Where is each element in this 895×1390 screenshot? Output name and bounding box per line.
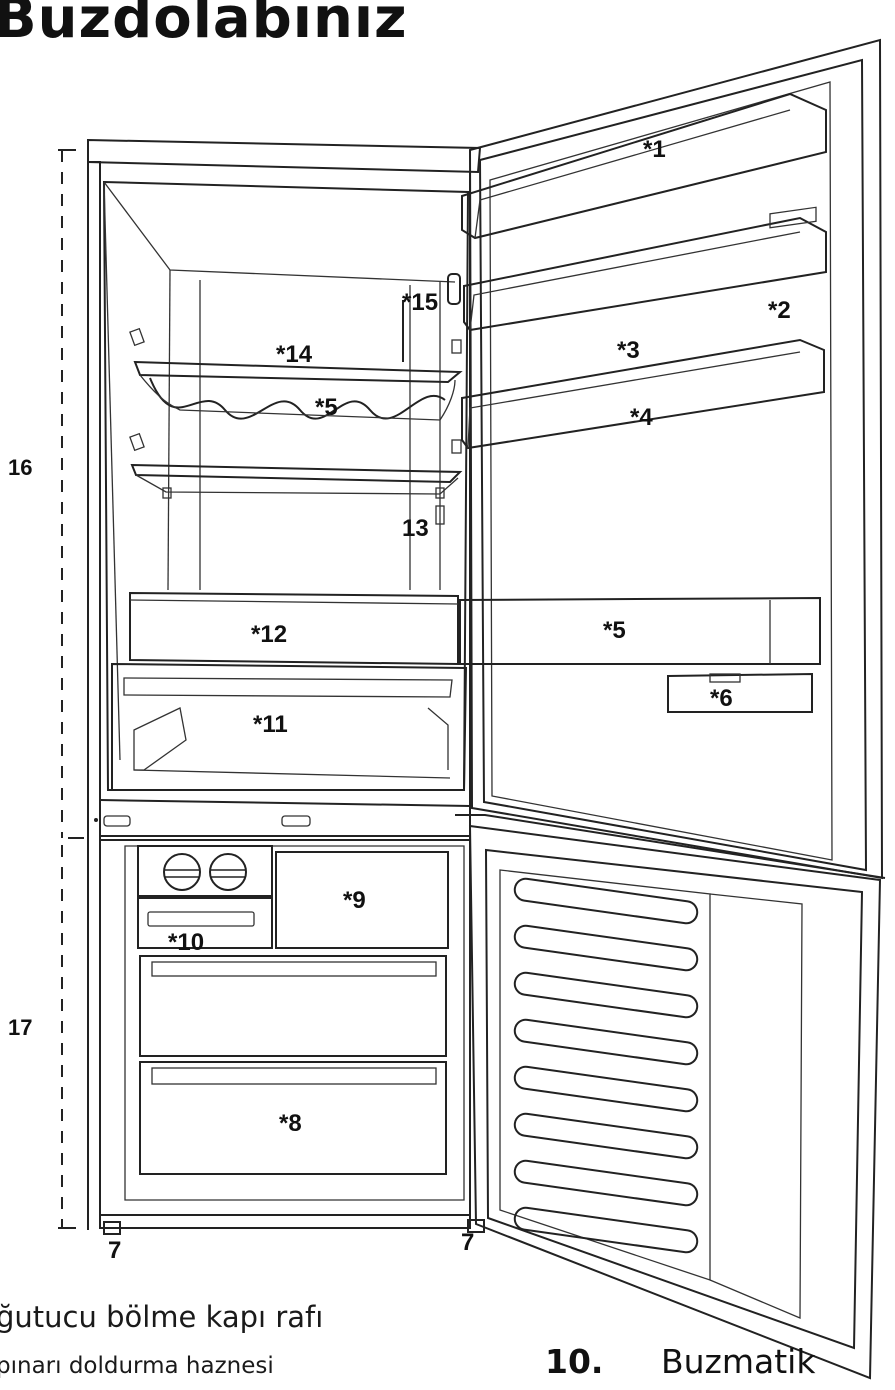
door-shelf-1 bbox=[461, 92, 827, 240]
callout-5-door: *5 bbox=[603, 617, 626, 644]
callout-11: *11 bbox=[253, 711, 288, 738]
callout-13: 13 bbox=[402, 515, 429, 542]
door-shelf-4 bbox=[461, 338, 825, 450]
door-item-6 bbox=[667, 672, 813, 713]
freezer-drawer-9 bbox=[275, 851, 449, 949]
callout-7-left: 7 bbox=[108, 1237, 121, 1264]
callout-9: *9 bbox=[343, 887, 366, 914]
legend-line-2: pınarı doldurma haznesi bbox=[0, 1353, 274, 1379]
dimension-label-17: 17 bbox=[8, 1015, 32, 1040]
page-title: Buzdolabınız bbox=[0, 0, 408, 51]
callout-15: *15 bbox=[402, 289, 438, 316]
freezer-compartment bbox=[99, 839, 471, 1216]
light-switch bbox=[447, 273, 461, 305]
freezer-drawer-8 bbox=[139, 1061, 447, 1175]
callout-7-right: 7 bbox=[461, 1229, 474, 1256]
callout-14: *14 bbox=[276, 341, 313, 368]
fridge-compartment bbox=[102, 180, 470, 791]
knob-left bbox=[163, 853, 201, 891]
glass-shelf-upper bbox=[133, 360, 463, 384]
callout-5-wine: *5 bbox=[315, 394, 338, 421]
freezer-door bbox=[468, 824, 882, 1380]
callout-3: *3 bbox=[617, 337, 640, 364]
crisper-drawer bbox=[111, 662, 468, 791]
callout-4: *4 bbox=[630, 404, 653, 431]
dimension-label-16: 16 bbox=[8, 455, 32, 480]
crisper-cover bbox=[129, 591, 459, 666]
knob-right bbox=[209, 853, 247, 891]
door-shelf-5 bbox=[459, 596, 821, 665]
callout-2: *2 bbox=[768, 297, 791, 324]
legend-item-10-label: Buzmatik bbox=[661, 1342, 816, 1381]
callout-10: *10 bbox=[168, 929, 204, 956]
door-shelf-3 bbox=[463, 216, 827, 332]
legend-item-10-number: 10. bbox=[545, 1342, 604, 1381]
glass-shelf-lower bbox=[130, 463, 463, 484]
callout-8: *8 bbox=[279, 1110, 302, 1137]
callout-12: *12 bbox=[251, 621, 287, 648]
ice-tray bbox=[137, 897, 273, 949]
freezer-door-ridges bbox=[513, 877, 699, 1254]
callout-6: *6 bbox=[710, 685, 733, 712]
egg-tray bbox=[769, 206, 817, 229]
callout-1: *1 bbox=[643, 136, 666, 163]
legend-line-1: ğutucu bölme kapı rafı bbox=[0, 1300, 324, 1334]
freezer-drawer-middle bbox=[139, 955, 447, 1057]
fridge-door bbox=[468, 38, 884, 880]
wine-rack bbox=[149, 377, 446, 420]
fridge-top bbox=[87, 138, 482, 174]
